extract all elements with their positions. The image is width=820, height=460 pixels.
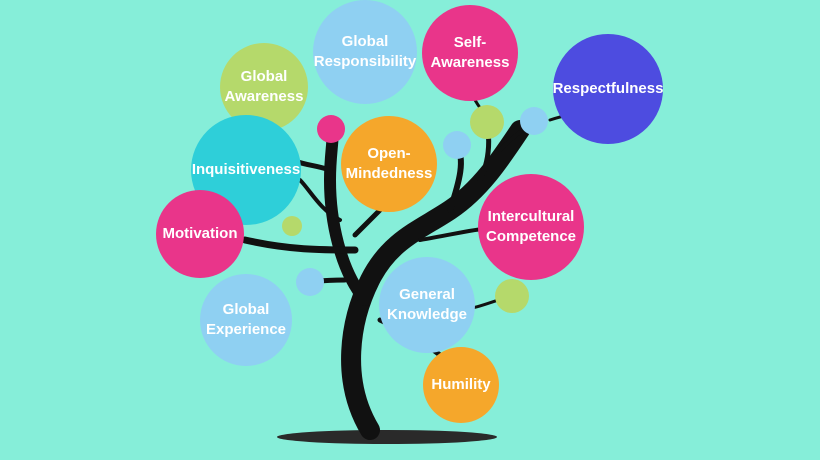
decorative-dot [317,115,345,143]
bubble-respectfulness: Respectfulness [553,34,663,144]
decorative-dot [470,105,504,139]
bubble-self-awareness: Self-Awareness [422,5,518,101]
decorative-dot [495,279,529,313]
bubble-global-experience: Global Experience [200,274,292,366]
decorative-dot [296,268,324,296]
bubble-global-responsibility: Global Responsibility [313,0,417,104]
decorative-dot [443,131,471,159]
bubble-general-knowledge: General Knowledge [379,257,475,353]
bubble-open-mindedness: Open-Mindedness [341,116,437,212]
bubble-intercultural-competence: Intercultural Competence [478,174,584,280]
decorative-dot [282,216,302,236]
decorative-dot [520,107,548,135]
bubble-motivation: Motivation [156,190,244,278]
bubble-humility: Humility [423,347,499,423]
ground-shadow [277,430,497,444]
